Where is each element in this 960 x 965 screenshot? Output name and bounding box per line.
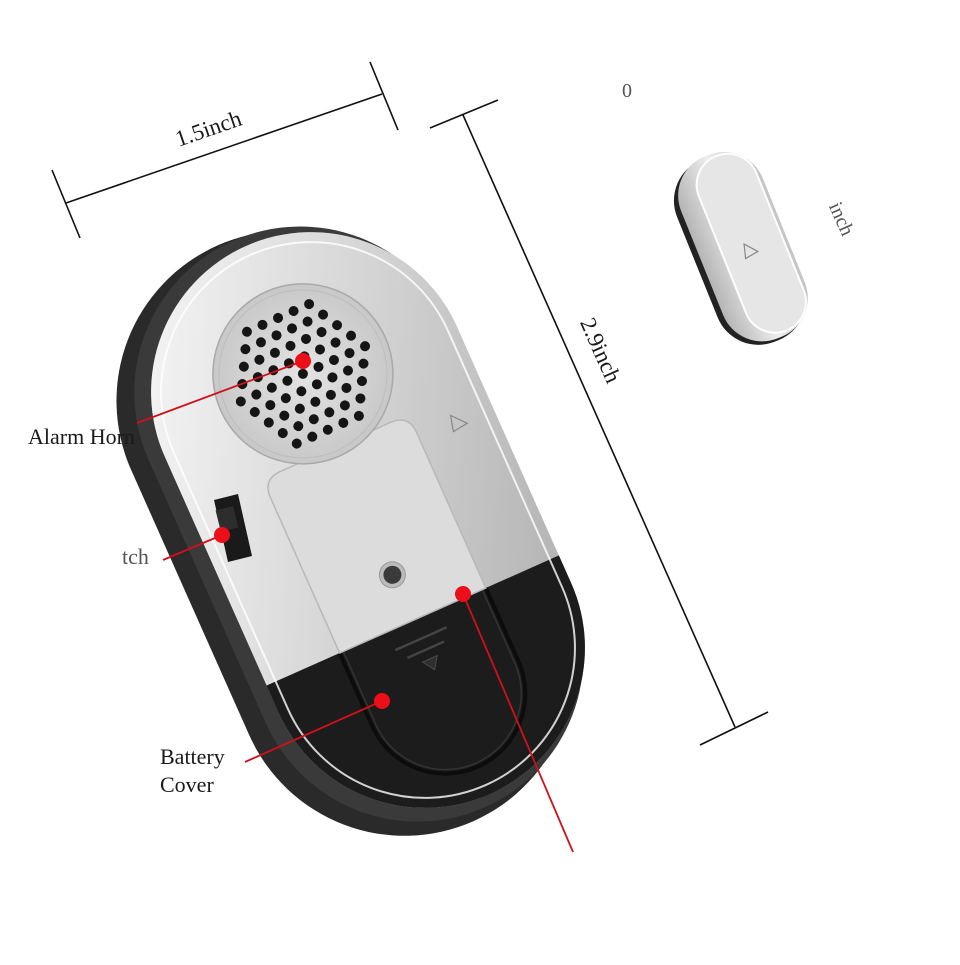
speaker-grille — [235, 299, 371, 449]
callout-lines — [136, 360, 574, 853]
sensor-dimension-fragment-top: 0 — [622, 80, 632, 102]
callout-battery-cover-line2: Cover — [160, 772, 214, 797]
callout-switch-fragment: tch — [122, 544, 149, 569]
power-switch — [214, 494, 252, 562]
callout-battery-cover-line1: Battery — [160, 744, 225, 769]
callout-alarm-horn: Alarm Horn — [28, 424, 135, 449]
callout-dots — [214, 353, 471, 709]
width-dimension — [51, 61, 399, 239]
magnetic-sensor — [673, 151, 808, 345]
alarm-unit — [99, 180, 637, 860]
height-dimension — [429, 99, 769, 746]
